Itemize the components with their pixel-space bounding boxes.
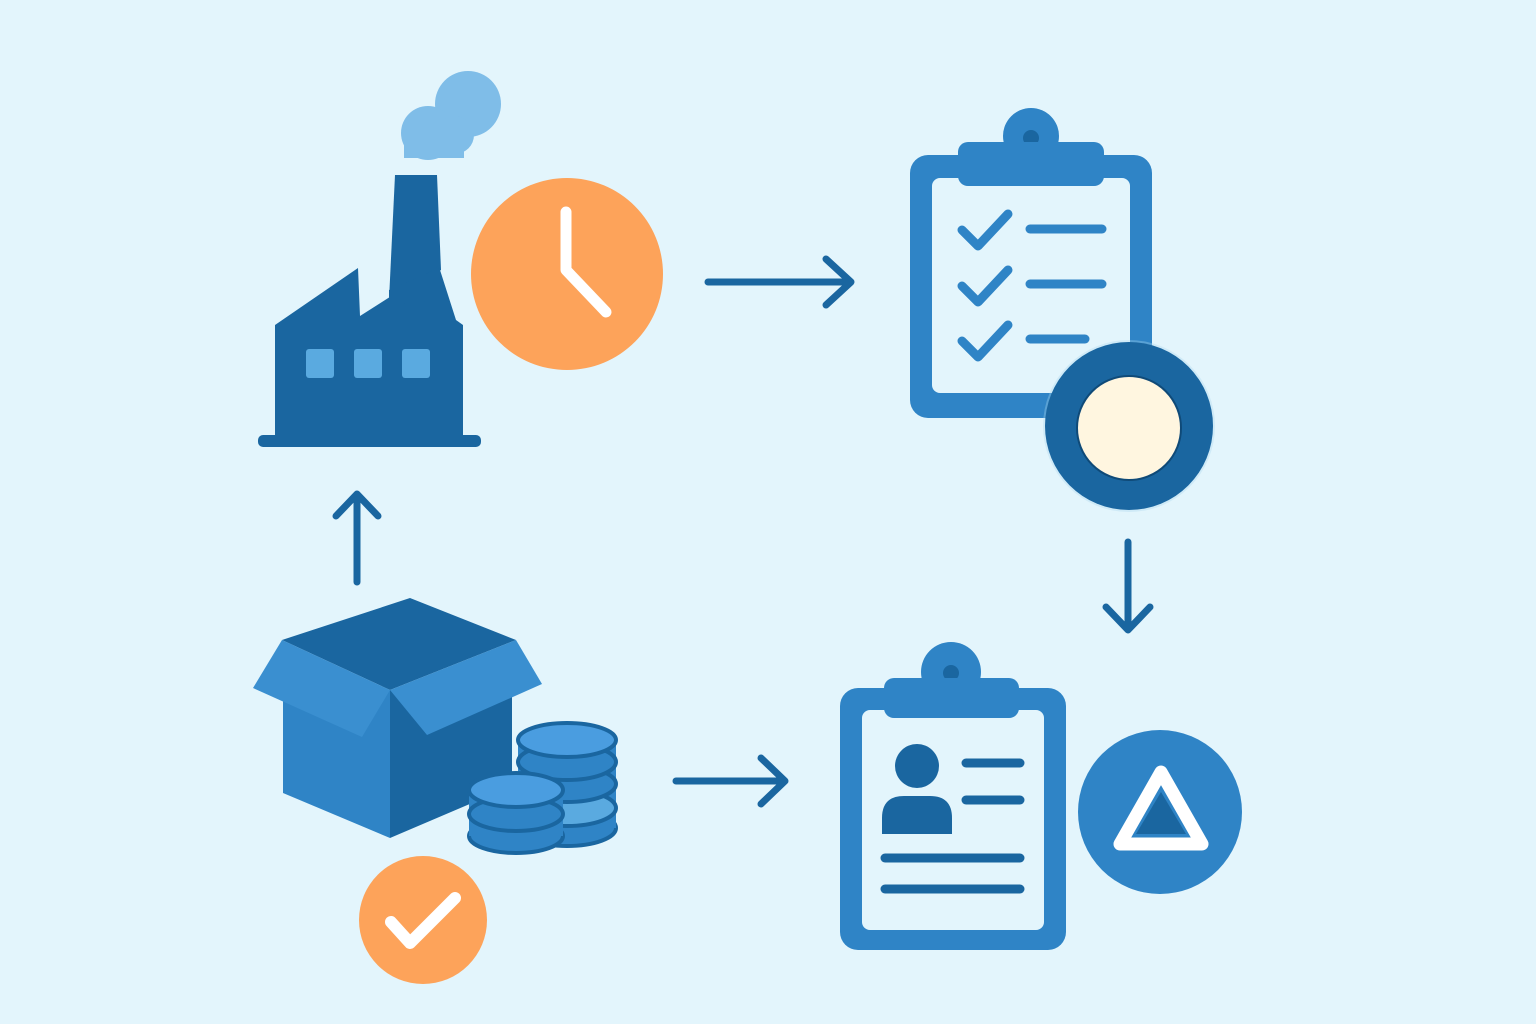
arrow-up-left: [332, 490, 382, 586]
arrow-down-right: [1102, 538, 1154, 634]
coin-stack: [467, 721, 618, 855]
window: [306, 349, 334, 378]
smoke-cloud: [401, 71, 501, 160]
check-circle-icon: [359, 856, 487, 984]
window: [402, 349, 430, 378]
window: [354, 349, 382, 378]
profile-clipboard-icon: [840, 642, 1066, 950]
warning-triangle-icon: [1078, 730, 1242, 894]
arrow-right-bottom: [672, 754, 789, 808]
clock-icon: [471, 178, 663, 370]
status-circle-icon: [1043, 340, 1215, 512]
box-with-coins-icon: [253, 598, 618, 855]
arrow-right-top: [704, 255, 855, 309]
factory-icon: [258, 71, 501, 447]
